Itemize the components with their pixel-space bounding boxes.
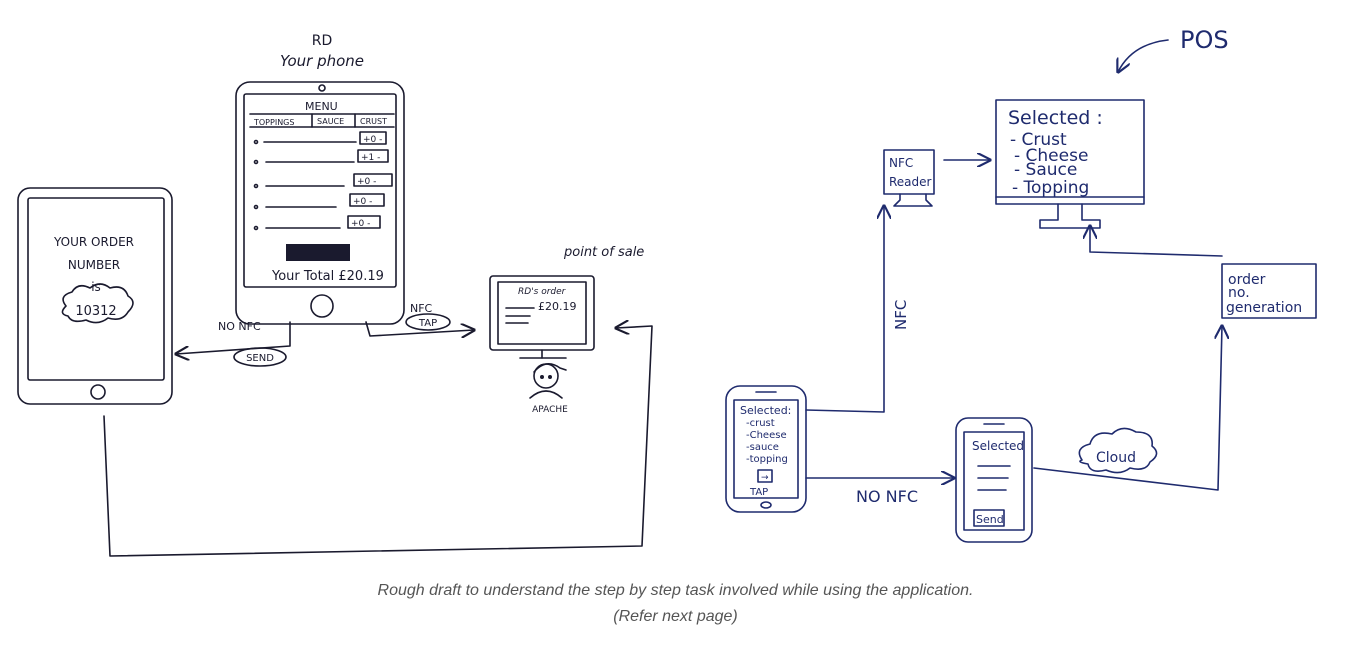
order-number-cloud bbox=[61, 283, 134, 324]
order-gen-line1: order bbox=[1228, 272, 1266, 288]
pos-screen-item: - Topping bbox=[1012, 178, 1089, 198]
cloud-path-arrow bbox=[1033, 326, 1222, 491]
phone-screen-item: -Cheese bbox=[746, 430, 787, 441]
tap-button[interactable] bbox=[405, 313, 451, 331]
total-text: Your Total £20.19 bbox=[271, 269, 384, 284]
order-number-prompt-line1: YOUR ORDER bbox=[53, 235, 134, 249]
order-number-tablet bbox=[17, 187, 173, 405]
menu-item-list: +0 - +1 - +0 - +0 - +0 - bbox=[253, 131, 393, 231]
menu-stepper[interactable]: +1 - bbox=[361, 153, 380, 163]
order-to-pos-arrow bbox=[1090, 226, 1223, 257]
send-button[interactable] bbox=[233, 347, 287, 367]
menu-phone bbox=[235, 81, 405, 325]
order-gen-line3: generation bbox=[1226, 300, 1302, 316]
caption-line2: (Refer next page) bbox=[613, 608, 738, 625]
menu-stepper[interactable]: +0 - bbox=[357, 177, 376, 187]
nfc-path-arrow bbox=[805, 206, 884, 413]
tap-arrow-icon: → bbox=[761, 473, 769, 483]
menu-item: +0 - bbox=[253, 193, 385, 210]
pos-screen-item: - Sauce bbox=[1014, 160, 1077, 180]
pos-monitor-left bbox=[489, 275, 595, 359]
tap-label-right: TAP bbox=[749, 487, 768, 498]
phone2-screen-title: Selected bbox=[972, 439, 1024, 453]
phone-screen-item: -sauce bbox=[746, 442, 779, 453]
order-number-prompt-line3: is bbox=[91, 280, 101, 294]
menu-stepper[interactable]: +0 - bbox=[363, 135, 382, 145]
send-label: SEND bbox=[246, 353, 274, 364]
sketch-diagram: RD Your phone MENU TOPPINGS SAUCE CRUST … bbox=[17, 26, 1317, 557]
nfc-reader-label-line1: NFC bbox=[889, 156, 913, 170]
pos-screen-item: - Cheese bbox=[1014, 146, 1088, 166]
pos-monitor-right bbox=[995, 99, 1145, 229]
nfc-label-right: NFC bbox=[892, 300, 910, 330]
menu-tab-toppings: TOPPINGS bbox=[253, 118, 294, 127]
menu-item: +1 - bbox=[253, 149, 389, 165]
menu-tab-sauce: SAUCE bbox=[317, 117, 344, 126]
pos-screen-amount-left: £20.19 bbox=[538, 300, 577, 313]
menu-stepper[interactable]: +0 - bbox=[353, 197, 372, 207]
send-label-right: Send bbox=[976, 513, 1004, 526]
pos-screen-items: - Crust - Cheese - Sauce - Topping bbox=[1010, 130, 1089, 198]
nfc-tap-arrow bbox=[365, 321, 474, 336]
order-gen-line2: no. bbox=[1228, 285, 1250, 301]
send-phone bbox=[955, 417, 1033, 543]
order-number: 10312 bbox=[75, 304, 116, 319]
order-feedback-line bbox=[103, 326, 653, 557]
order-generation-box bbox=[1221, 263, 1317, 319]
menu-stepper[interactable]: +0 - bbox=[351, 219, 370, 229]
pos-screen-item: - Crust bbox=[1010, 130, 1067, 150]
apache-server-icon bbox=[529, 363, 567, 399]
apache-label: APACHE bbox=[532, 405, 568, 415]
send-arrow bbox=[176, 321, 291, 354]
checkout-button[interactable] bbox=[286, 244, 350, 261]
no-nfc-label-right: NO NFC bbox=[856, 487, 918, 506]
phone-screen-item: -topping bbox=[746, 454, 788, 465]
phone-screen-items: -crust -Cheese -sauce -topping bbox=[746, 418, 788, 465]
cloud-icon bbox=[1078, 427, 1158, 474]
nfc-phone bbox=[725, 385, 807, 513]
menu-item: +0 - bbox=[253, 215, 381, 231]
phone-screen-item: -crust bbox=[746, 418, 775, 429]
phone-owner-initials: RD bbox=[312, 33, 333, 49]
pos-label-right: POS bbox=[1180, 26, 1229, 54]
send-button-right[interactable] bbox=[973, 509, 1005, 527]
nfc-reader bbox=[883, 149, 935, 207]
tap-button-right[interactable] bbox=[757, 469, 773, 483]
nfc-reader-label-line2: Reader bbox=[889, 175, 932, 189]
pos-pointer-arrow bbox=[1118, 39, 1169, 72]
pos-label-left: point of sale bbox=[563, 245, 644, 260]
menu-item: +0 - bbox=[253, 173, 393, 189]
menu-item: +0 - bbox=[253, 131, 387, 145]
tap-label-left: TAP bbox=[418, 318, 437, 329]
pos-screen-title-left: RD's order bbox=[518, 287, 567, 297]
nfc-label-left: NFC bbox=[410, 302, 433, 315]
menu-tab-crust: CRUST bbox=[360, 117, 387, 126]
no-nfc-label: NO NFC bbox=[218, 320, 261, 333]
cloud-label: Cloud bbox=[1096, 450, 1136, 466]
menu-title: MENU bbox=[305, 100, 338, 113]
caption-line1: Rough draft to understand the step by st… bbox=[377, 582, 974, 599]
phone-screen-title: Selected: bbox=[740, 404, 791, 417]
pos-screen-title-right: Selected : bbox=[1008, 107, 1103, 129]
phone-owner-label: Your phone bbox=[280, 52, 364, 70]
order-number-prompt-line2: NUMBER bbox=[68, 258, 120, 272]
